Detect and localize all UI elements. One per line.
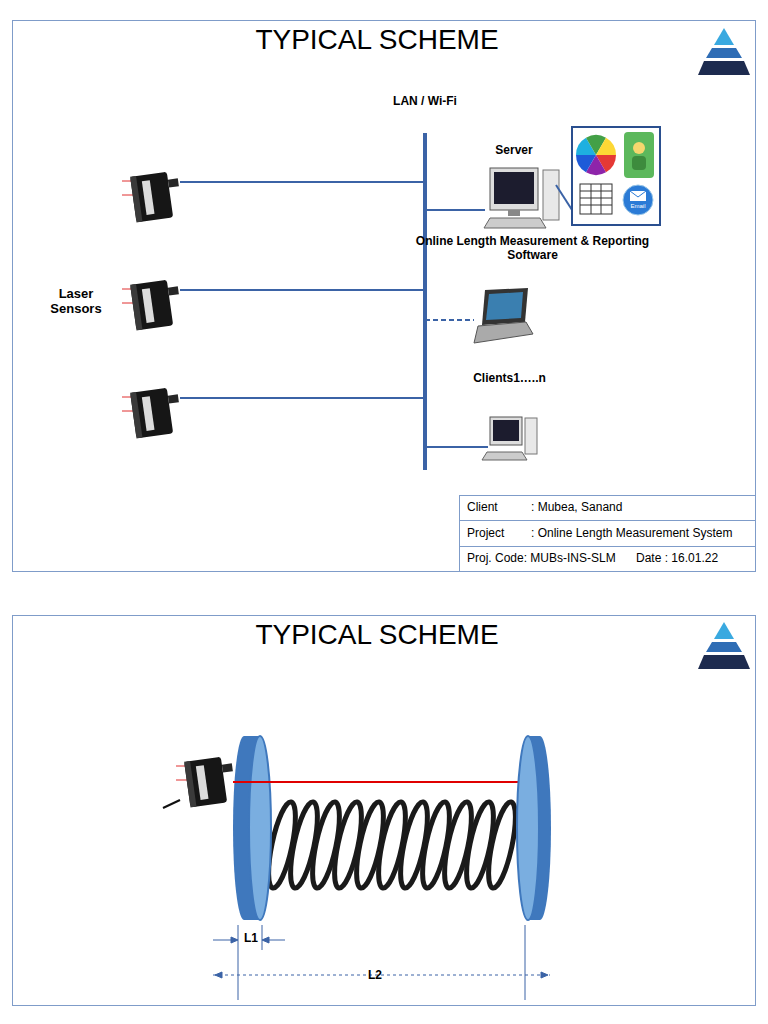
server-computer	[494, 172, 534, 204]
spring-plate	[249, 736, 271, 920]
dimension-lines	[267, 940, 285, 941]
desktop-computer	[482, 417, 537, 460]
server-box: ServerOnline Length Measurement & Report…	[485, 165, 560, 228]
spring	[263, 800, 521, 890]
logo	[698, 622, 750, 669]
sensor-wire	[180, 181, 425, 183]
logo	[714, 28, 734, 45]
dimension-lines	[262, 937, 269, 943]
title-block	[460, 496, 756, 572]
laptop	[482, 288, 528, 325]
dimension-label: L1	[240, 932, 262, 946]
dimension-label: L2	[360, 969, 390, 983]
sensor-wire	[180, 289, 425, 291]
dimension-lines	[525, 925, 526, 1000]
server-computer	[508, 210, 520, 216]
server-computer	[484, 168, 559, 228]
software-icons	[596, 138, 616, 155]
desktop-computer	[482, 452, 527, 460]
desktop-computer	[490, 417, 522, 445]
software-icons	[580, 198, 612, 199]
logo	[698, 28, 750, 75]
logo	[714, 622, 734, 639]
dimension-lines	[215, 972, 222, 978]
sensor-wire	[180, 182, 425, 398]
software-icons	[580, 191, 612, 192]
dimension-lines	[541, 972, 548, 978]
laptop	[474, 288, 533, 343]
icon-label: Email	[626, 203, 650, 210]
slide-frame	[13, 616, 756, 1006]
software-icons	[580, 205, 612, 206]
laptop	[474, 322, 533, 343]
table-cell: Date : 16.01.22	[636, 552, 754, 566]
node-heading: Server	[484, 144, 544, 158]
table-cell: Client	[467, 501, 527, 515]
laser-sensor	[122, 170, 183, 222]
sensor-cable	[163, 800, 180, 808]
dimension-lines	[213, 925, 550, 1000]
laser-sensor	[122, 278, 183, 330]
software-icons	[572, 127, 660, 225]
desktop-computer	[493, 420, 519, 441]
software-icons	[630, 191, 646, 201]
software-icons	[632, 156, 646, 170]
logo	[698, 61, 750, 75]
table-cell: Project	[467, 527, 527, 541]
logo	[706, 642, 742, 652]
slide-frame	[13, 21, 756, 572]
title-block	[460, 520, 756, 521]
dimension-lines	[238, 925, 239, 1000]
part-label: Laser Sensors	[40, 287, 112, 317]
bus-label: LAN / Wi-Fi	[385, 95, 465, 109]
laser-sensor	[176, 755, 237, 807]
slide-title: TYPICAL SCHEME	[150, 24, 604, 56]
part-label: Clients1…..n	[462, 372, 557, 386]
node-caption: Online Length Measurement & Reporting So…	[415, 235, 650, 263]
table-cell: : Online Length Measurement System	[531, 527, 755, 541]
software-icons	[580, 184, 612, 214]
desktop-computer	[525, 418, 537, 454]
software-icons	[576, 155, 596, 172]
software-icons	[572, 127, 660, 225]
software-icons	[633, 142, 645, 154]
slide-title: TYPICAL SCHEME	[150, 619, 604, 651]
software-icons	[624, 132, 654, 178]
server-computer	[543, 170, 559, 220]
spring-plate	[233, 736, 271, 920]
sensor-wire	[180, 397, 425, 399]
dimension-lines	[262, 925, 263, 950]
table-cell: Proj. Code: MUBs-INS-SLM	[467, 552, 637, 566]
laser-beam	[233, 781, 525, 783]
software-icons	[601, 184, 602, 214]
title-block	[460, 546, 756, 547]
laptop	[486, 292, 523, 320]
network-link	[427, 209, 485, 211]
spring-plate	[517, 736, 539, 920]
dimension-lines	[231, 937, 238, 943]
logo	[706, 48, 742, 58]
table-cell: : Mubea, Sanand	[531, 501, 751, 515]
title-block	[460, 496, 756, 572]
software-icons	[623, 185, 653, 215]
network-bus: LAN / Wi-Fi	[423, 133, 427, 470]
dimension-lines	[213, 940, 233, 941]
client-wire	[425, 446, 488, 448]
software-icons	[630, 191, 646, 197]
spring-plate	[517, 736, 551, 920]
software-icons	[591, 184, 592, 214]
client-wire	[425, 319, 474, 321]
server-computer	[484, 218, 546, 228]
logo	[698, 655, 750, 669]
laser-sensor	[122, 386, 183, 438]
spring	[483, 800, 521, 890]
server-computer	[490, 168, 538, 210]
